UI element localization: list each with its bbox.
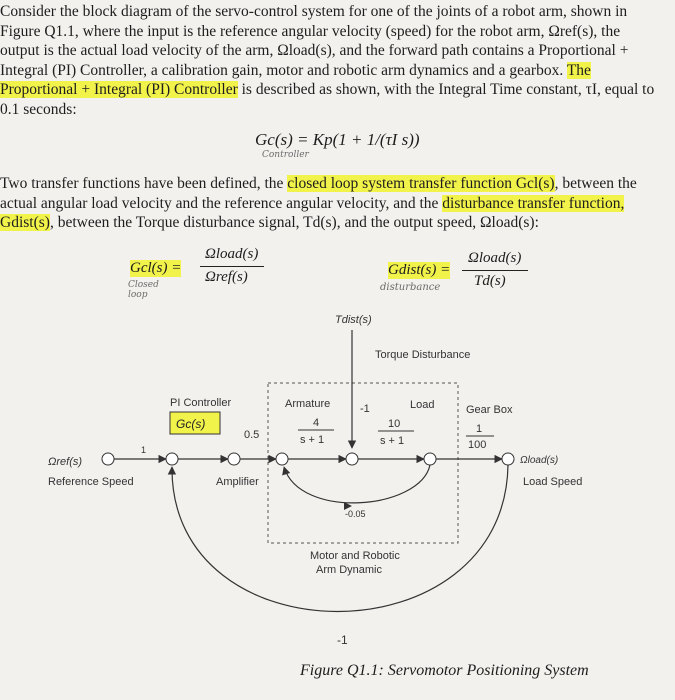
problem-paragraph: Consider the block diagram of the servo-… [0,2,675,119]
motor-dynamics-boundary [267,382,459,544]
paragraph-text: , between the Torque disturbance signal,… [49,214,539,231]
transfer-function-paragraph: Two transfer functions have been defined… [0,174,675,233]
paragraph-text: Integral (PI) Controller, a calibration … [0,61,564,79]
handwritten-note: Controller [262,150,309,160]
paragraph-text: , between the [554,175,637,192]
paragraph-line: 0.1 seconds: [0,100,77,118]
output-node [501,452,515,466]
gdist-numerator: Ωload(s) [468,250,522,266]
paragraph-line: output is the actual load velocity of th… [0,42,629,59]
highlighted-text: The [566,61,591,79]
input-node [101,452,115,466]
paragraph-text: actual angular load velocity and the ref… [0,194,439,212]
output-branch-node [423,452,437,466]
gcl-label: Gcl(s) = [130,260,182,277]
highlighted-text: Proportional + Integral (PI) Controller [0,81,238,98]
armature-denominator: s + 1 [300,434,324,446]
highlighted-text: disturbance transfer function, [442,194,625,212]
pi-controller-label: PI Controller [170,397,231,409]
omega-out-label: Ωload(s) [520,455,558,466]
armature-label: Armature [285,398,330,410]
highlighted-text: closed loop system transfer function Gcl… [287,175,555,192]
gdist-denominator: Td(s) [474,273,506,289]
summing-node [345,452,359,466]
summing-node [275,452,289,466]
tdist-label: Tdist(s) [335,314,372,326]
gcl-denominator: Ωref(s) [205,269,248,285]
paragraph-line: Consider the block diagram of the servo-… [0,3,628,20]
torque-disturbance-label: Torque Disturbance [375,349,470,361]
load-label: Load [410,399,434,411]
load-speed-label: Load Speed [523,476,582,488]
gain-node [227,452,241,466]
gear-denominator: 100 [468,439,486,451]
armature-numerator: 4 [313,417,319,429]
highlighted-text: Gdist(s) [0,214,50,231]
paragraph-line: Two transfer functions have been defined… [0,174,675,194]
gcl-fraction-bar [200,266,264,267]
omega-ref-label: Ωref(s) [48,456,82,468]
gear-box-label: Gear Box [466,404,513,416]
outer-feedback-gain: -1 [337,633,348,647]
reference-speed-label: Reference Speed [48,476,134,488]
gain-label: 0.5 [244,429,259,441]
paragraph-line: Gdist(s), between the Torque disturbance… [0,213,675,233]
handwritten-note: Closed loop [128,280,159,300]
paragraph-line: actual angular load velocity and the ref… [0,194,675,214]
gear-numerator: 1 [476,423,482,435]
inner-feedback-path [282,464,431,504]
pi-controller-block [169,411,221,435]
load-numerator: 10 [388,418,400,430]
pi-equation: Gc(s) = Kp(1 + 1/(τI s)) [255,130,420,149]
inner-feedback-gain: -0.05 [345,509,366,519]
feedback-arrowhead [344,502,352,510]
outer-feedback-path [167,464,509,612]
unity-gain-label: 1 [141,445,146,455]
handwritten-note: disturbance [380,282,441,293]
paragraph-text: is described as shown, with the Integral… [241,81,655,98]
motor-label: Motor and Robotic [310,550,400,562]
motor-label: Arm Dynamic [316,564,383,576]
gdist-label: Gdist(s) = [388,262,451,279]
gdist-fraction-bar [462,270,528,271]
paragraph-line: Proportional + Integral (PI) Controller … [0,80,675,100]
amplifier-label: Amplifier [216,476,259,488]
paragraph-text: Two transfer functions have been defined… [0,175,284,192]
gcl-numerator: Ωload(s) [205,246,259,262]
minus-one-label: -1 [360,403,370,415]
load-denominator: s + 1 [380,435,404,447]
figure-caption: Figure Q1.1: Servomotor Positioning Syst… [300,662,589,679]
paragraph-line: Figure Q1.1, where the input is the refe… [0,22,621,40]
paragraph-line: Integral (PI) Controller, a calibration … [0,61,675,81]
gc-label: Gc(s) [176,417,205,431]
summing-node [165,452,179,466]
